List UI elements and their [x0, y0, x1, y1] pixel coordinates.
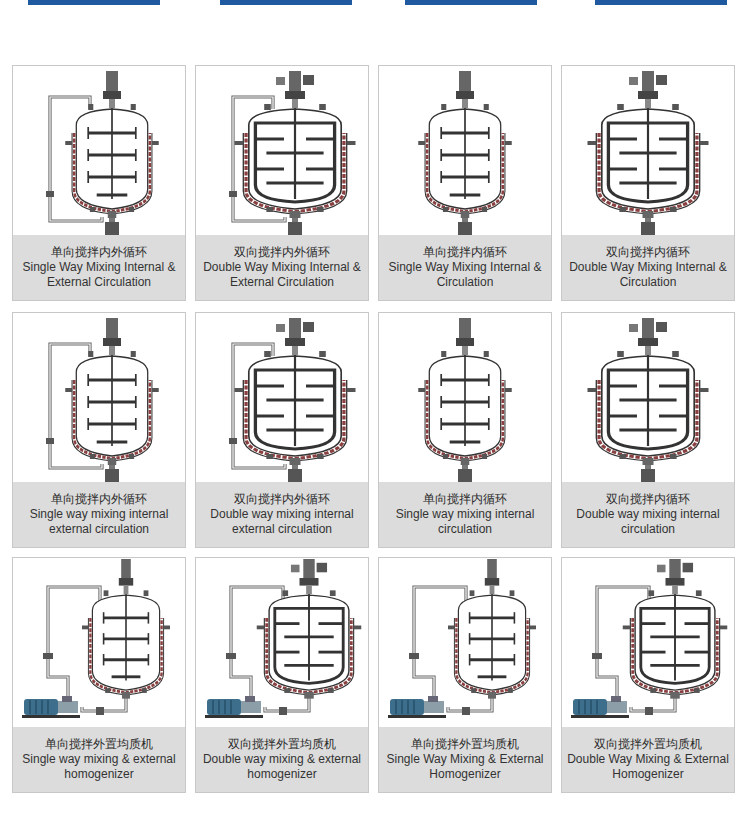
caption-chinese: 单向搅拌内外循环	[17, 492, 181, 507]
caption-chinese: 单向搅拌外置均质机	[383, 737, 547, 752]
caption-english: Double way mixing internal external circ…	[200, 507, 364, 537]
header-bar	[595, 0, 727, 5]
caption-english: Single Way Mixing Internal & Circulation	[383, 260, 547, 290]
tank-drawing	[588, 71, 709, 235]
tank-drawing	[46, 71, 159, 235]
product-card: 单向搅拌内外循环Single way mixing internal exter…	[12, 312, 186, 548]
caption-english: Double Way Mixing Internal & Circulation	[566, 260, 730, 290]
homogenizer-drawing	[22, 559, 170, 718]
caption-english: Double way mixing & external homogenizer	[200, 752, 364, 782]
product-card: 单向搅拌外置均质机Single Way Mixing & External Ho…	[378, 557, 552, 793]
header-bar	[220, 0, 352, 5]
caption-english: Single Way Mixing & External Homogenizer	[383, 752, 547, 782]
caption-chinese: 双向搅拌内外循环	[200, 245, 364, 260]
product-card: 双向搅拌内外循环Double Way Mixing Internal & Ext…	[195, 65, 369, 301]
caption-english: Double Way Mixing & External Homogenizer	[566, 752, 730, 782]
caption-band: 单向搅拌内外循环Single way mixing internal exter…	[13, 482, 185, 547]
caption-chinese: 双向搅拌外置均质机	[566, 737, 730, 752]
product-card: 单向搅拌内循环Single way mixing internal circul…	[378, 312, 552, 548]
caption-chinese: 双向搅拌内外循环	[200, 492, 364, 507]
caption-english: Single way mixing internal external circ…	[17, 507, 181, 537]
caption-band: 双向搅拌内外循环Double Way Mixing Internal & Ext…	[196, 235, 368, 300]
product-card: 双向搅拌内循环Double Way Mixing Internal & Circ…	[561, 65, 735, 301]
caption-english: Single way mixing internal circulation	[383, 507, 547, 537]
caption-chinese: 双向搅拌内循环	[566, 492, 730, 507]
caption-chinese: 单向搅拌内循环	[383, 245, 547, 260]
tank-drawing	[229, 71, 356, 235]
caption-chinese: 双向搅拌外置均质机	[200, 737, 364, 752]
caption-band: 单向搅拌内循环Single Way Mixing Internal & Circ…	[379, 235, 551, 300]
caption-band: 单向搅拌外置均质机Single Way Mixing & External Ho…	[379, 727, 551, 792]
caption-chinese: 双向搅拌内循环	[566, 245, 730, 260]
caption-band: 双向搅拌外置均质机Double way mixing & external ho…	[196, 727, 368, 792]
header-bar	[28, 0, 160, 5]
caption-english: Single Way Mixing Internal & External Ci…	[17, 260, 181, 290]
product-card: 双向搅拌外置均质机Double Way Mixing & External Ho…	[561, 557, 735, 793]
header-bar	[405, 0, 537, 5]
tank-drawing	[418, 318, 512, 482]
product-card: 单向搅拌内循环Single Way Mixing Internal & Circ…	[378, 65, 552, 301]
caption-english: Double Way Mixing Internal & External Ci…	[200, 260, 364, 290]
homogenizer-drawing	[388, 559, 536, 718]
caption-english: Single way mixing & external homogenizer	[17, 752, 181, 782]
product-card: 双向搅拌内外循环Double way mixing internal exter…	[195, 312, 369, 548]
homogenizer-drawing	[571, 559, 727, 718]
caption-english: Double way mixing internal circulation	[566, 507, 730, 537]
tank-drawing	[588, 318, 709, 482]
product-card: 单向搅拌内外循环Single Way Mixing Internal & Ext…	[12, 65, 186, 301]
caption-chinese: 单向搅拌内外循环	[17, 245, 181, 260]
tank-drawing	[229, 318, 356, 482]
caption-band: 双向搅拌内循环Double way mixing internal circul…	[562, 482, 734, 547]
caption-band: 单向搅拌内外循环Single Way Mixing Internal & Ext…	[13, 235, 185, 300]
tank-drawing	[418, 71, 512, 235]
caption-band: 双向搅拌外置均质机Double Way Mixing & External Ho…	[562, 727, 734, 792]
caption-band: 双向搅拌内循环Double Way Mixing Internal & Circ…	[562, 235, 734, 300]
caption-band: 单向搅拌内循环Single way mixing internal circul…	[379, 482, 551, 547]
caption-band: 双向搅拌内外循环Double way mixing internal exter…	[196, 482, 368, 547]
caption-chinese: 单向搅拌内循环	[383, 492, 547, 507]
caption-band: 单向搅拌外置均质机Single way mixing & external ho…	[13, 727, 185, 792]
product-card: 单向搅拌外置均质机Single way mixing & external ho…	[12, 557, 186, 793]
homogenizer-drawing	[205, 559, 361, 718]
product-card: 双向搅拌内循环Double way mixing internal circul…	[561, 312, 735, 548]
caption-chinese: 单向搅拌外置均质机	[17, 737, 181, 752]
product-card: 双向搅拌外置均质机Double way mixing & external ho…	[195, 557, 369, 793]
tank-drawing	[46, 318, 159, 482]
